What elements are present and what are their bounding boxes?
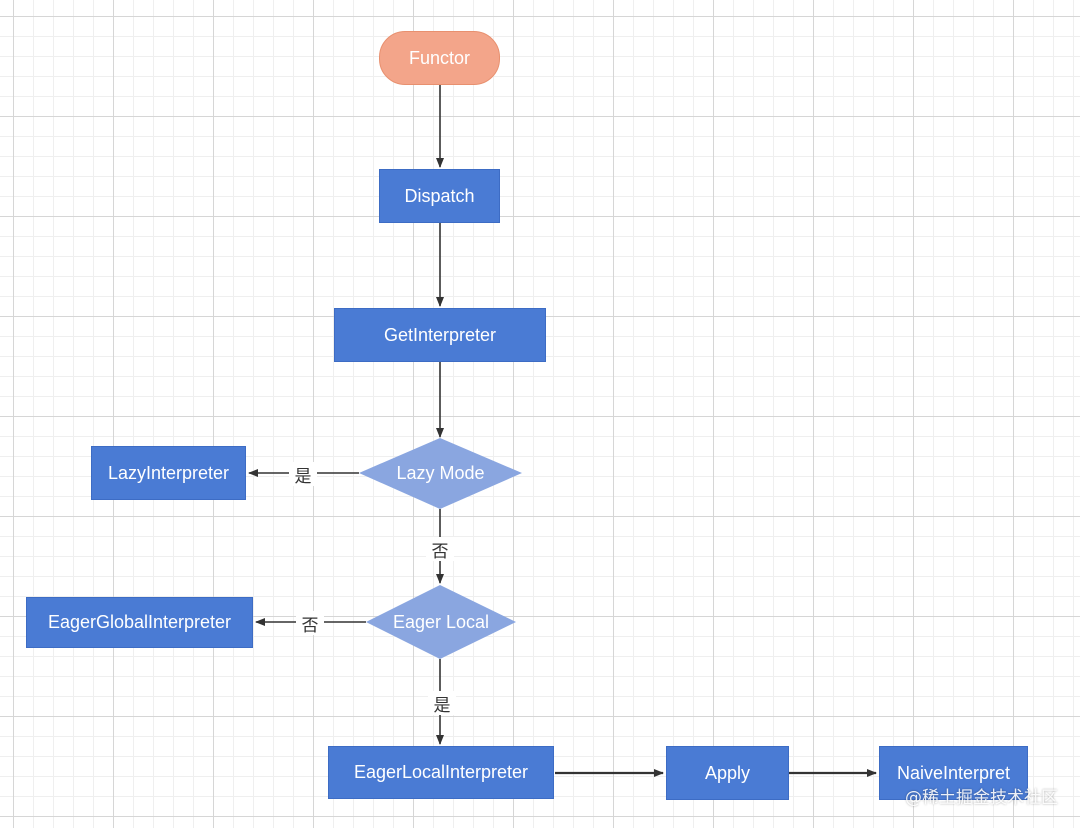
naive-interpret-node: NaiveInterpret	[879, 746, 1028, 800]
eager-local-diamond	[366, 585, 516, 659]
lazy-mode-label: Lazy Mode	[396, 463, 485, 483]
lazy-mode-diamond	[359, 438, 522, 509]
eager-local-yes-label: 是	[428, 691, 456, 716]
lazy-mode-yes-label: 是	[289, 462, 317, 487]
eager-local-no-label: 否	[296, 611, 324, 636]
eager-global-interpreter-node: EagerGlobalInterpreter	[26, 597, 253, 648]
lazy-interpreter-node: LazyInterpreter	[91, 446, 246, 500]
functor-start-node: Functor	[379, 31, 500, 85]
dispatch-node: Dispatch	[379, 169, 500, 223]
eager-local-interpreter-node: EagerLocalInterpreter	[328, 746, 554, 799]
get-interpreter-node: GetInterpreter	[334, 308, 546, 362]
watermark: @稀土掘金技术社区	[905, 788, 1058, 808]
lazy-mode-no-label: 否	[426, 537, 454, 562]
eager-local-label: Eager Local	[392, 611, 490, 632]
apply-node: Apply	[666, 746, 789, 800]
